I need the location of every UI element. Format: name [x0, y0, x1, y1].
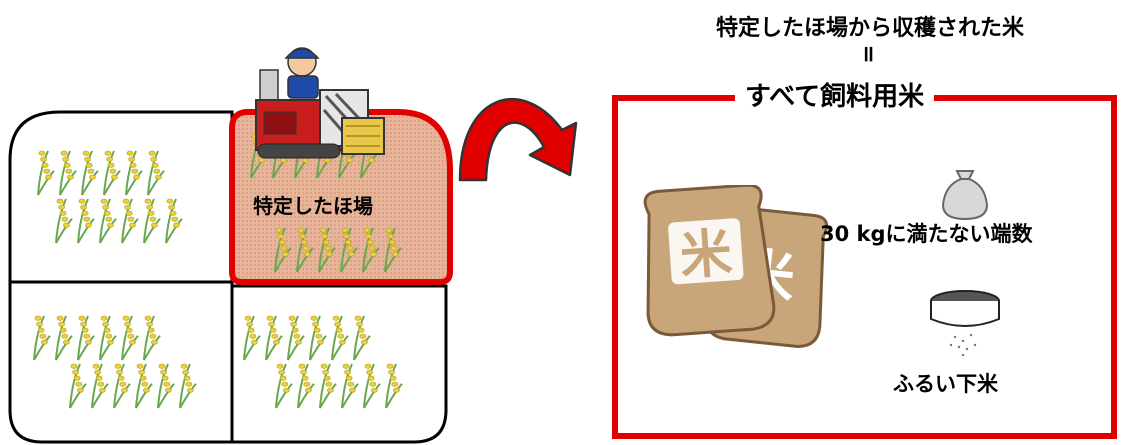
rice-plant-icon — [179, 363, 197, 409]
rice-plant-icon — [77, 315, 95, 361]
sieved-rice-label: ふるい下米 — [893, 372, 998, 396]
sieve-icon — [930, 290, 1000, 357]
rice-plant-icon — [353, 315, 371, 361]
rice-plant-icon — [77, 198, 95, 244]
rice-plants-bottom-right — [243, 315, 403, 409]
rice-plant-icon — [37, 150, 55, 196]
rice-plant-icon — [33, 315, 51, 361]
rice-plant-icon — [55, 315, 73, 361]
rice-bags-icon: 米 米 — [643, 185, 829, 348]
rice-plant-icon — [274, 227, 292, 273]
rice-plant-icon — [91, 363, 109, 409]
rice-plant-icon — [99, 315, 117, 361]
rice-plant-icon — [135, 363, 153, 409]
rice-plant-icon — [69, 363, 87, 409]
rice-plant-icon — [385, 363, 403, 409]
panel-title: 特定したほ場から収穫された米 — [715, 16, 1024, 41]
rice-plant-icon — [363, 363, 381, 409]
combine-harvester-icon — [255, 47, 385, 159]
rice-plant-icon — [81, 150, 99, 196]
small-sack-icon — [941, 170, 989, 221]
rice-plant-icon — [384, 227, 402, 273]
rice-plant-icon — [121, 315, 139, 361]
rice-plant-icon — [165, 198, 183, 244]
rice-plant-icon — [362, 227, 380, 273]
panel-subtitle: すべて飼料用米 — [735, 76, 935, 113]
rice-plant-icon — [143, 198, 161, 244]
rice-bag-glyph-front: 米 — [678, 223, 734, 286]
rice-plant-icon — [340, 227, 358, 273]
rice-plant-icon — [125, 150, 143, 196]
rice-plant-icon — [103, 150, 121, 196]
rice-plant-icon — [296, 227, 314, 273]
rice-plant-icon — [287, 315, 305, 361]
rice-plant-icon — [121, 198, 139, 244]
rice-plant-icon — [55, 198, 73, 244]
rice-plant-icon — [331, 315, 349, 361]
rice-plant-icon — [309, 315, 327, 361]
rice-plant-icon — [318, 227, 336, 273]
rice-plant-icon — [143, 315, 161, 361]
rice-plant-icon — [157, 363, 175, 409]
rice-plants-bottom-left — [33, 315, 197, 409]
rice-plant-icon — [319, 363, 337, 409]
rice-plants-top-left — [37, 150, 183, 244]
rice-plant-icon — [113, 363, 131, 409]
rice-plant-icon — [265, 315, 283, 361]
rice-plant-icon — [147, 150, 165, 196]
rice-plant-icon — [99, 198, 117, 244]
equals-sign: ॥ — [861, 42, 875, 67]
remainder-label: 30 kgに満たない端数 — [820, 222, 1033, 246]
rice-plant-icon — [243, 315, 261, 361]
rice-plant-icon — [341, 363, 359, 409]
rice-plant-icon — [297, 363, 315, 409]
rice-plant-icon — [275, 363, 293, 409]
target-field-label: 特定したほ場 — [253, 194, 373, 218]
curved-arrow-icon — [458, 98, 578, 182]
rice-plant-icon — [59, 150, 77, 196]
